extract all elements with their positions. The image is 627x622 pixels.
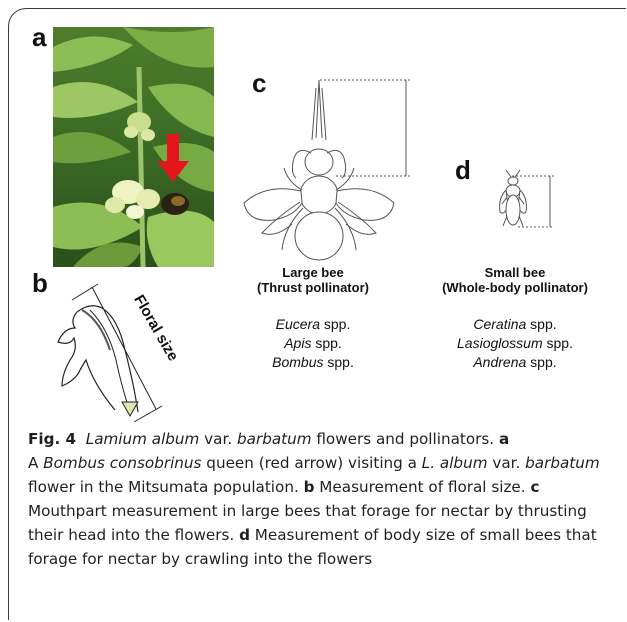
plant-photo [53,27,214,267]
small-bee-title-line1: Small bee [420,265,610,280]
small-bee-title-line2: (Whole-body pollinator) [420,280,610,295]
small-bee-genera: Ceratina spp. Lasioglossum spp. Andrena … [440,315,590,372]
caption-a-text3: var. [488,454,526,472]
panel-label-a: a [32,24,46,50]
caption-a-text4: flower in the Mitsumata population. [28,478,304,496]
large-bee-genus-2: Apis spp. [243,334,383,353]
caption-a-text2: queen (red arrow) visiting a [201,454,421,472]
large-bee-title-line2: (Thrust pollinator) [243,280,383,295]
floral-size-diagram [30,290,230,430]
caption-a-text1: A [28,454,43,472]
caption-a-species: Bombus consobrinus [43,454,201,472]
large-bee-title: Large bee (Thrust pollinator) [243,265,383,295]
caption-label-d: d [239,526,250,544]
small-bee-drawing [494,170,564,230]
caption-label-c: c [530,478,539,496]
large-bee-genera: Eucera spp. Apis spp. Bombus spp. [243,315,383,372]
caption-title-var: var. [199,430,237,448]
caption-a-varname: barbatum [525,454,600,472]
small-bee-genus-3: Andrena spp. [440,353,590,372]
large-bee-drawing [236,78,396,263]
caption-a-species2: L. album [422,454,488,472]
caption-figure-label: Fig. 4 [28,430,76,448]
caption-label-b: b [304,478,315,496]
caption-b-text: Measurement of floral size. [314,478,530,496]
figure-caption: Fig. 4 Lamium album var. barbatum flower… [28,427,616,571]
caption-title-rest: flowers and pollinators. [312,430,499,448]
small-bee-genus-2: Lasioglossum spp. [440,334,590,353]
small-bee-genus-1: Ceratina spp. [440,315,590,334]
large-bee-genus-1: Eucera spp. [243,315,383,334]
caption-title-species: Lamium album [86,430,200,448]
large-bee-title-line1: Large bee [243,265,383,280]
small-bee-title: Small bee (Whole-body pollinator) [420,265,610,295]
caption-title-varname: barbatum [237,430,312,448]
large-bee-genus-3: Bombus spp. [243,353,383,372]
panel-label-d: d [455,157,471,183]
plant-photo-illustration [53,27,214,267]
caption-label-a: a [499,430,509,448]
